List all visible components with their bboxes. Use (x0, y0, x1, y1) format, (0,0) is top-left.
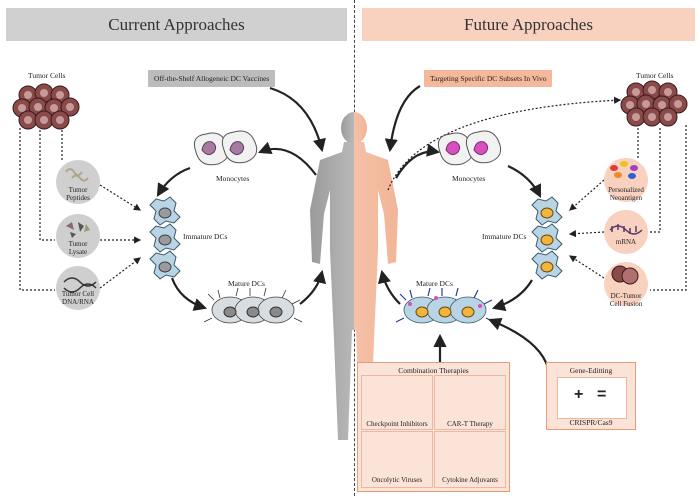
tumor-lysate-circle (56, 214, 100, 258)
immature-dcs-right (531, 196, 563, 280)
oncolytic-cell: Oncolytic Viruses (361, 431, 433, 488)
car-t-label: CAR-T Therapy (447, 420, 493, 428)
mrna-label: mRNA (615, 238, 637, 246)
crispr-label: CRISPR/Cas9 (569, 418, 613, 427)
dna-icon (63, 277, 97, 293)
vaccine-label: Off-the-Shelf Allogeneic DC Vaccines (148, 70, 276, 87)
checkpoint-label: Checkpoint Inhibitors (366, 420, 428, 428)
future-approaches-banner: Future Approaches (362, 8, 695, 41)
immature-dcs-label-left: Immature DCs (183, 232, 228, 241)
targeting-label: Targeting Specific DC Subsets In Vivo (424, 70, 553, 87)
equals-icon: = (597, 386, 607, 403)
tumor-cells-label-left: Tumor Cells (28, 71, 66, 80)
monocytes-label-right: Monocytes (452, 174, 486, 183)
monocytes-left (193, 130, 258, 166)
oncolytic-label: Oncolytic Viruses (371, 476, 423, 484)
gene-editing-panel: Gene-Editting CRISPR/Cas9 (546, 362, 636, 430)
monocytes-right (437, 130, 502, 166)
crispr-box (557, 377, 627, 419)
cytokine-cell: Cytokine Adjuvants (434, 431, 506, 488)
neoantigen-icon (610, 161, 638, 179)
cytokine-label: Cytokine Adjuvants (442, 476, 498, 484)
tumor-cells-cluster-right (620, 80, 688, 127)
peptide-icon (65, 168, 89, 182)
current-approaches-banner: Current Approaches (6, 8, 347, 41)
plus-icon: + (574, 386, 584, 403)
combination-therapies-panel: Combination Therapies (357, 362, 510, 492)
mrna-icon (609, 224, 643, 235)
gene-editing-title: Gene-Editting (569, 366, 613, 375)
checkpoint-cell: Checkpoint Inhibitors (361, 375, 433, 430)
car-t-cell: CAR-T Therapy (434, 375, 506, 430)
tumor-dna-rna-circle (56, 266, 100, 310)
combination-therapies-title: Combination Therapies (398, 366, 469, 375)
monocytes-label-left: Monocytes (216, 174, 250, 183)
lysate-icon (66, 222, 90, 238)
mature-dcs-label-left: Mature DCs (228, 279, 265, 288)
fusion-icon (611, 265, 639, 285)
mrna-circle (604, 210, 648, 254)
mature-dcs-label-right: Mature DCs (416, 279, 453, 288)
tumor-cells-label-right: Tumor Cells (636, 71, 674, 80)
immature-dcs-label-right: Immature DCs (482, 232, 527, 241)
